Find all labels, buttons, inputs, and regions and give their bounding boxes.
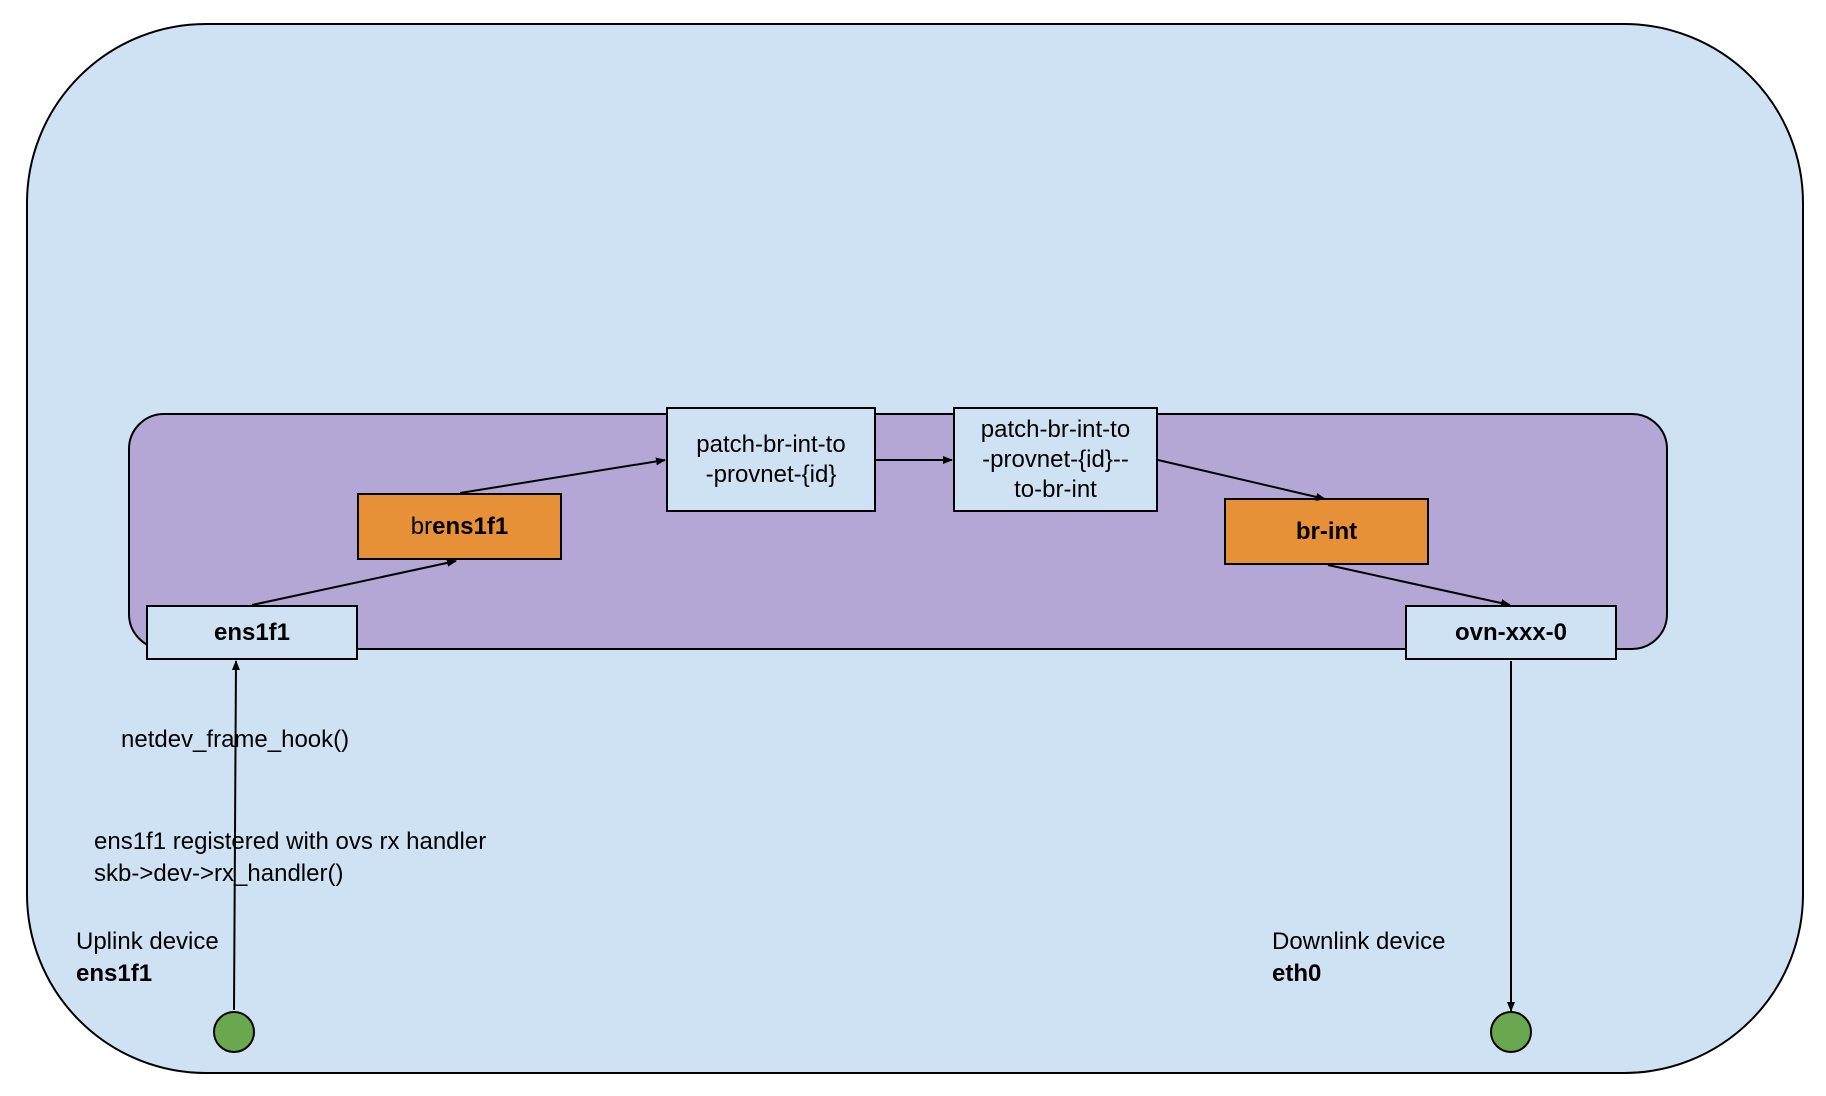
patch2-line-2: -provnet-{id}-- (982, 445, 1129, 473)
arrow-ens1f1-to-brens1f1 (251, 558, 457, 606)
downlink-device-label: Downlink device eth0 (1272, 926, 1445, 990)
arrow-uplink-to-ens1f1 (231, 660, 240, 1011)
arrow-br-int-to-ovn (1327, 564, 1511, 607)
patch1-line-2: -provnet-{id} (705, 460, 837, 488)
brens1f1-prefix: br (410, 512, 433, 540)
netdev-frame-hook-label: netdev_frame_hook() (121, 726, 350, 753)
uplink-name: ens1f1 (76, 960, 153, 987)
uplink-title: Uplink device (76, 928, 219, 955)
ovn-port-label: ovn-xxx-0 (1454, 618, 1568, 646)
br-int-label: br-int (1295, 517, 1358, 545)
downlink-title: Downlink device (1272, 928, 1446, 955)
patch1-line-1: patch-br-int-to (696, 430, 846, 458)
br-int-bridge-node[interactable]: br-int (1224, 498, 1429, 565)
downlink-name: eth0 (1272, 960, 1322, 987)
uplink-endpoint-dot[interactable] (213, 1011, 255, 1053)
patch-port-node-1[interactable]: patch-br-int-to -provnet-{id} (666, 407, 876, 512)
ens1f1-port-node[interactable]: ens1f1 (146, 605, 358, 660)
rx-handler-label: ens1f1 registered with ovs rx handler sk… (94, 826, 486, 890)
arrow-brens1f1-to-patch1 (459, 457, 666, 494)
uplink-device-label: Uplink device ens1f1 (76, 926, 219, 990)
patch2-line-1: patch-br-int-to (980, 415, 1131, 443)
ovn-port-node[interactable]: ovn-xxx-0 (1405, 605, 1617, 660)
patch-port-node-2[interactable]: patch-br-int-to -provnet-{id}-- to-br-in… (953, 407, 1158, 512)
brens1f1-suffix: ens1f1 (432, 512, 509, 540)
rx-handler-line-2: skb->dev->rx_handler() (94, 860, 344, 887)
arrow-patch2-to-br-int (1157, 459, 1326, 501)
rx-handler-line-1: ens1f1 registered with ovs rx handler (94, 828, 487, 855)
ens1f1-port-label: ens1f1 (213, 618, 291, 646)
downlink-endpoint-dot[interactable] (1490, 1011, 1532, 1053)
patch2-line-3: to-br-int (1014, 475, 1097, 503)
